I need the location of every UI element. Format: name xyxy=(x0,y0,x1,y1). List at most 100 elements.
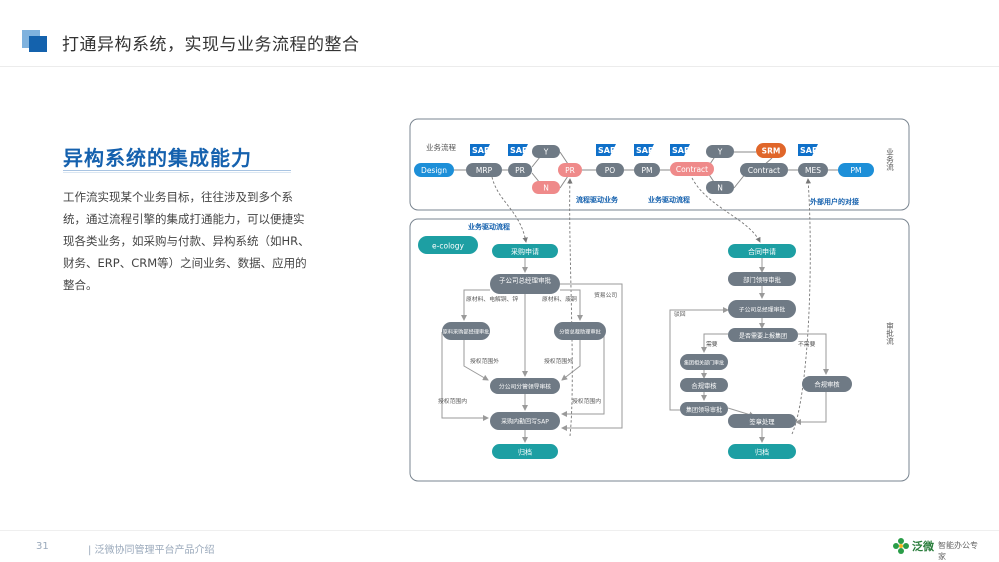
svg-text:子公司总经理审批: 子公司总经理审批 xyxy=(499,276,552,285)
svg-text:部门领导审批: 部门领导审批 xyxy=(743,275,781,284)
svg-text:是否需要上报集团: 是否需要上报集团 xyxy=(739,332,787,340)
svg-text:Design: Design xyxy=(421,166,447,175)
node-report-group-decision: 是否需要上报集团 xyxy=(728,328,798,342)
svg-text:PO: PO xyxy=(605,166,616,175)
node-seal-processing: 签章处理 xyxy=(728,414,796,428)
svg-text:Y: Y xyxy=(717,148,723,157)
business-side-label: 业务流 xyxy=(885,147,894,172)
svg-text:SAP: SAP xyxy=(800,146,818,155)
svg-text:归档: 归档 xyxy=(518,448,532,457)
caption-process-drives-business: 流程驱动业务 xyxy=(576,195,619,204)
edge-label: 授权范围内 xyxy=(572,397,601,405)
sap-logo-icon: SAP xyxy=(508,144,528,156)
svg-text:集团相关部门审批: 集团相关部门审批 xyxy=(684,360,724,367)
svg-text:SAP: SAP xyxy=(598,146,616,155)
svg-text:PM: PM xyxy=(642,166,653,175)
caption-business-drives-process-bottom: 业务驱动流程 xyxy=(468,222,510,231)
node-n: N xyxy=(532,181,560,194)
svg-text:分公司分管领导审核: 分公司分管领导审核 xyxy=(499,383,551,391)
business-flow-label: 业务流程 xyxy=(426,142,456,152)
svg-text:分管总裁助理审批: 分管总裁助理审批 xyxy=(559,328,601,336)
svg-text:合同申请: 合同申请 xyxy=(748,247,776,256)
node-branch-leader-review: 分公司分管领导审核 xyxy=(490,378,560,394)
footer-text: | 泛微协同管理平台产品介绍 xyxy=(88,545,215,556)
node-e-cology: e-cology xyxy=(418,236,478,254)
svg-text:Contract: Contract xyxy=(676,165,708,174)
node-raw-material-dept-approval: 原料采购部经理审批 xyxy=(442,322,490,340)
node-compliance-review: 合规审核 xyxy=(680,378,728,392)
node-subsidiary-gm-approval: 子公司总经理审批 xyxy=(490,274,560,294)
node-contract-rejected: Contract xyxy=(670,162,714,176)
sap-logo-icon: SAP xyxy=(596,144,616,156)
svg-text:采购内勤回写SAP: 采购内勤回写SAP xyxy=(501,418,549,426)
edge-label: 原材料、电解铜、锌 xyxy=(466,295,518,303)
node-subsidiary-gm-approval-right: 子公司总经理审批 xyxy=(728,300,796,318)
node-compliance-review-2: 合规审核 xyxy=(802,376,852,392)
node-pr: PR xyxy=(508,163,532,177)
svg-text:SRM: SRM xyxy=(762,147,781,156)
sap-logo-icon: SAP xyxy=(634,144,654,156)
node-archive-left: 归档 xyxy=(492,444,558,459)
footer-divider xyxy=(0,530,999,531)
node-mrp: MRP xyxy=(466,163,502,177)
node-y: Y xyxy=(706,145,734,158)
svg-text:PR: PR xyxy=(515,166,525,175)
svg-text:N: N xyxy=(543,184,549,193)
svg-text:SAP: SAP xyxy=(672,146,690,155)
svg-text:SAP: SAP xyxy=(636,146,654,155)
svg-text:集团领导审批: 集团领导审批 xyxy=(686,406,722,414)
sap-logo-icon: SAP xyxy=(670,144,690,156)
svg-text:N: N xyxy=(717,184,723,193)
svg-text:SAP: SAP xyxy=(510,146,528,155)
edge-label: 贸易公司 xyxy=(594,291,617,299)
header-divider xyxy=(0,66,999,67)
node-y: Y xyxy=(532,145,560,158)
svg-text:归档: 归档 xyxy=(755,448,769,457)
section-title-underline xyxy=(63,170,291,171)
node-pm-external: PM xyxy=(838,163,874,177)
node-n: N xyxy=(706,181,734,194)
logo-icon xyxy=(893,538,909,554)
node-dept-leader-approval: 部门领导审批 xyxy=(728,272,796,286)
paragraph-line: 财务、ERP、CRM等）之间业务、数据、应用的 xyxy=(63,256,307,270)
paragraph-line: 现各类业务，如采购与付款、异构系统（如HR、 xyxy=(63,234,310,248)
approval-side-label: 审批流 xyxy=(885,321,894,346)
logo-text: 泛微 xyxy=(912,540,934,553)
edge-label: 授权范围外 xyxy=(470,357,499,365)
node-srm: SRM xyxy=(756,143,786,158)
svg-text:采购申请: 采购申请 xyxy=(511,247,539,256)
paragraph-line: 整合。 xyxy=(63,278,98,292)
svg-text:PM: PM xyxy=(851,166,862,175)
node-design: Design xyxy=(414,163,454,177)
node-contract: Contract xyxy=(740,163,788,177)
edge-label: 授权范围外 xyxy=(544,357,573,365)
svg-text:e-cology: e-cology xyxy=(432,242,464,251)
integration-flow-diagram: 业务流程 业务流 SAP SAP SAP SAP SAP SAP Design … xyxy=(408,118,912,484)
section-title-underline-light xyxy=(63,172,291,173)
logo-slogan: 智能办公专家 xyxy=(938,541,978,561)
node-writeback-sap: 采购内勤回写SAP xyxy=(490,412,560,430)
node-pm: PM xyxy=(634,163,660,177)
svg-text:SAP: SAP xyxy=(472,146,490,155)
page-number: 31 xyxy=(36,541,49,552)
edge-label: 原材料、废铜 xyxy=(542,295,577,303)
node-group-leader-approval: 集团领导审批 xyxy=(680,402,728,416)
svg-text:签章处理: 签章处理 xyxy=(749,417,775,426)
node-po: PO xyxy=(596,163,624,177)
svg-text:合规审核: 合规审核 xyxy=(814,380,840,389)
caption-business-drives-process: 业务驱动流程 xyxy=(648,195,690,204)
svg-text:MES: MES xyxy=(805,166,821,175)
sap-logo-icon: SAP xyxy=(470,144,490,156)
paragraph-line: 统，通过流程引擎的集成打通能力，可以便捷实 xyxy=(63,212,305,226)
svg-text:原料采购部经理审批: 原料采购部经理审批 xyxy=(443,328,490,336)
paragraph-line: 工作流实现某个业务目标，往往涉及到多个系 xyxy=(63,190,293,204)
edge-label: 授权范围内 xyxy=(438,397,467,405)
section-title: 异构系统的集成能力 xyxy=(63,146,252,170)
header-decor-square-dark xyxy=(29,36,47,52)
approval-flow-frame xyxy=(409,218,910,482)
node-purchase-request: 采购申请 xyxy=(492,244,558,258)
edge-label: 需要 xyxy=(706,341,718,348)
svg-text:Y: Y xyxy=(543,148,549,157)
sap-logo-icon: SAP xyxy=(798,144,818,156)
page-title: 打通异构系统，实现与业务流程的整合 xyxy=(62,35,360,55)
